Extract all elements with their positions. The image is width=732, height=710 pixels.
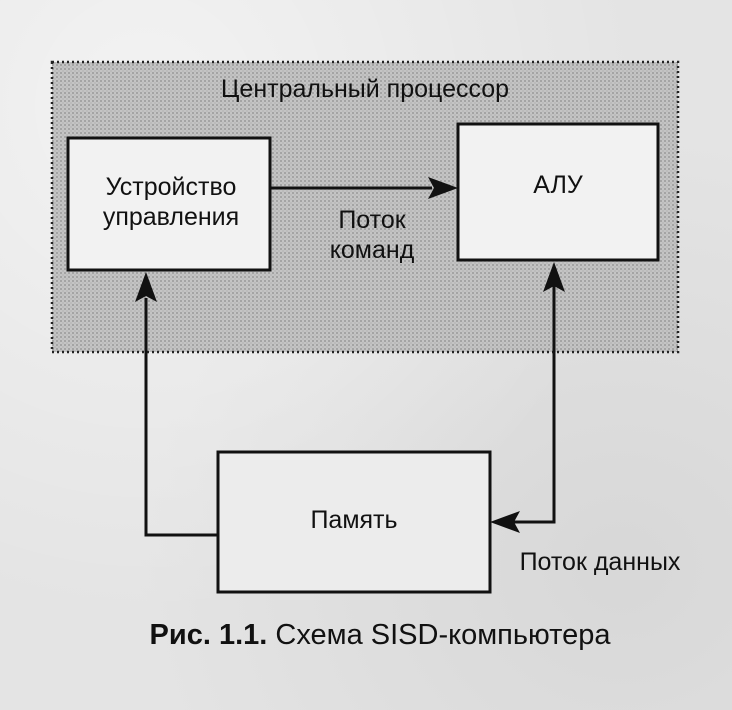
command-flow-arrowhead — [428, 177, 458, 199]
cpu-title: Центральный процессор — [220, 75, 510, 103]
data-flow-arrow-line — [514, 286, 556, 524]
control-unit-box — [66, 136, 272, 272]
memory-to-control-arrowhead — [135, 272, 157, 302]
control-unit-label-line1: Устройство — [105, 173, 237, 201]
figure-caption-text: Схема SISD-компьютера — [275, 619, 611, 651]
control-unit-label: Устройство управления — [76, 172, 266, 232]
figure-caption-number: Рис. 1.1. — [149, 619, 268, 651]
control-unit-label-line2: управления — [102, 203, 240, 231]
command-flow-label-line1: Поток — [338, 206, 406, 234]
data-flow-arrowhead-left — [490, 511, 520, 533]
data-flow-arrowhead-up — [543, 262, 565, 292]
command-flow-label-line2: команд — [329, 236, 415, 264]
memory-label: Память — [310, 506, 398, 534]
alu-label: АЛУ — [533, 171, 583, 199]
command-flow-label: Поток команд — [296, 205, 448, 265]
alu-box — [456, 122, 660, 262]
data-flow-label: Поток данных — [519, 548, 681, 576]
memory-to-control-arrow-line — [144, 298, 218, 537]
figure-caption: Рис. 1.1. Схема SISD-компьютера — [60, 617, 700, 653]
